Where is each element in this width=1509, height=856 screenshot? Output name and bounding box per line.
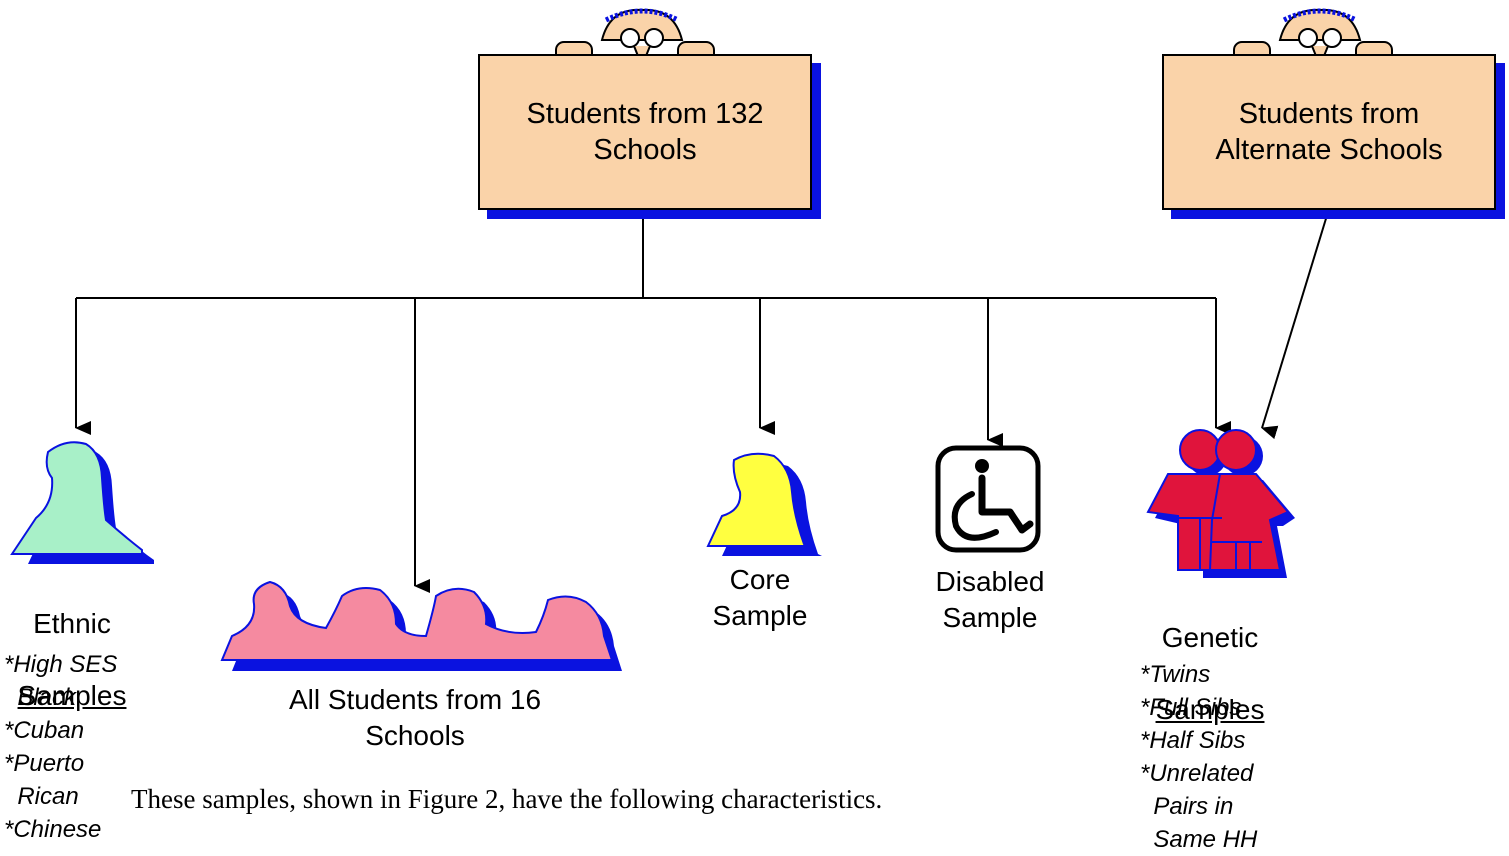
figure-caption: These samples, shown in Figure 2, have t… (131, 784, 883, 814)
ethnic-items-list: *High SES Black *Cuban *Puerto Rican *Ch… (4, 651, 118, 843)
connector-lines (75, 210, 1329, 593)
main-schools-label: Students from 132 Schools (526, 98, 764, 166)
alternate-schools-box: Students from Alternate Schools (1162, 54, 1496, 210)
genetic-subtitle: Samples (1155, 694, 1265, 725)
main-schools-box: Students from 132 Schools (478, 54, 812, 210)
ethnic-subtitle: Samples (17, 680, 127, 711)
genetic-pair-icon (1146, 429, 1295, 578)
all-students-label: All Students from 16 Schools (288, 684, 542, 751)
core-person-icon (706, 452, 822, 556)
ethnic-sample-label: Ethnic Samples (2, 570, 142, 750)
genetic-items-list: *Twins *Full Sibs *Half Sibs *Unrelated … (1140, 661, 1258, 853)
wheelchair-icon (935, 445, 1041, 553)
disabled-sample-label: Disabled Sample (935, 566, 1045, 633)
genetic-title: Genetic (1161, 622, 1259, 653)
group-people-icon (220, 580, 622, 671)
ethnic-person-icon (10, 441, 154, 564)
core-sample-label: Core Sample (712, 564, 808, 631)
ethnic-title: Ethnic (33, 608, 111, 639)
alternate-schools-label: Students from Alternate Schools (1215, 98, 1443, 166)
genetic-sample-label: Genetic Samples (1140, 584, 1280, 764)
